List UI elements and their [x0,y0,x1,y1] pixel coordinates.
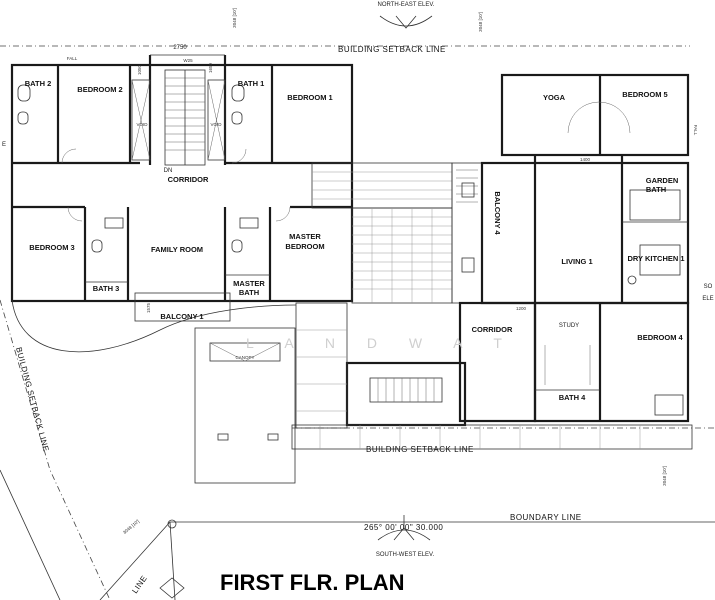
room-dry-kitchen: DRY KITCHEN 1 [627,254,684,263]
room-master-bedroom-b: BEDROOM [285,242,324,251]
right-wing-top [500,73,690,157]
boundary-line-far-left [0,469,61,600]
room-canopy: CANOPY [235,355,254,360]
dim-w25: W25 [183,58,193,63]
fall-label-a: FALL [67,56,78,61]
room-yoga: YOGA [543,93,566,102]
void-left [131,79,151,161]
left-elev-label: E [2,142,6,148]
south-west-elev-label: SOUTH-WEST ELEV. [376,552,435,558]
courtyard-grid [312,171,452,303]
boundary-return [169,521,176,600]
room-void-right: VOID [210,122,222,127]
room-living1: LIVING 1 [561,257,592,266]
room-bedroom4: BEDROOM 4 [637,333,683,342]
room-garden-a: GARDEN [646,176,679,185]
right-elev-label-b: ELE [702,296,713,302]
dim-1050: 1050 [137,64,142,75]
room-bedroom5: BEDROOM 5 [622,90,667,99]
room-bedroom3: BEDROOM 3 [29,243,74,252]
dim-1200: 1200 [516,306,527,311]
plan-title: FIRST FLR. PLAN [220,570,405,595]
room-master-bath-a: MASTER [233,279,265,288]
room-bath4: BATH 4 [559,393,586,402]
canopy-area [11,299,297,484]
room-bath2: BATH 2 [25,79,52,88]
void-right [207,79,226,161]
setback-line-bottom-label: BUILDING SETBACK LINE [366,445,474,454]
north-point-icon [159,577,185,599]
dim-1575: 1575 [146,302,151,313]
room-void-left: VOID [136,122,148,127]
room-bath1: BATH 1 [238,79,265,88]
dim-1400: 1400 [580,157,591,162]
room-master-bedroom-a: MASTER [289,232,321,241]
site-lines [0,45,715,600]
dim-2750: 2750 [173,45,187,51]
left-wing-outline [10,63,354,303]
watermark: L A N D W A T [246,335,516,351]
dim-3048-top: 3048 [10'] [232,8,237,28]
right-elev-label-a: SO [704,284,713,290]
room-balcony1: BALCONY 1 [160,312,203,321]
bearing-label: 265° 00' 00" 30.000 [364,523,443,532]
setback-line-left-label: BUILDING SETBACK LINE [14,346,51,453]
room-study: STUDY [559,323,579,329]
dn-label: DN [164,168,173,174]
dim-1650: 1650 [208,62,213,73]
room-corridor-right: CORRIDOR [472,325,513,334]
room-bedroom1: BEDROOM 1 [287,93,332,102]
north-east-arrow [395,15,417,29]
garden-bath-tub [629,189,681,221]
room-garden-b: BATH [646,185,666,194]
stair-top [164,69,206,166]
survey-marker [167,519,177,529]
room-bedroom2: BEDROOM 2 [77,85,122,94]
curved-porch-edge [11,299,297,353]
boundary-line-label: BOUNDARY LINE [510,513,582,522]
central-link [311,162,483,304]
room-family-room: FAMILY ROOM [151,245,203,254]
room-balcony4: BALCONY 4 [493,191,502,235]
room-bath3: BATH 3 [93,284,120,293]
dim-3048-left: 3048 [10'] [122,519,140,535]
bottom-stair [291,302,693,450]
setback-line-left [0,299,111,600]
setback-line-top-label: BUILDING SETBACK LINE [338,45,446,54]
boundary-line-left [99,521,171,600]
dim-3048-bottom: 3048 [10'] [662,466,667,486]
room-master-bath-b: BATH [239,288,259,297]
left-line-label: LINE [130,574,149,595]
elevation-markers [159,15,433,599]
right-wing [458,73,690,423]
dim-3048-right: 3048 [10'] [478,12,483,32]
north-east-elev-label: NORTH-EAST ELEV. [378,2,435,8]
left-wing [10,54,354,322]
room-corridor-top: CORRIDOR [168,175,209,184]
fall-label-b: FALL [693,125,698,136]
